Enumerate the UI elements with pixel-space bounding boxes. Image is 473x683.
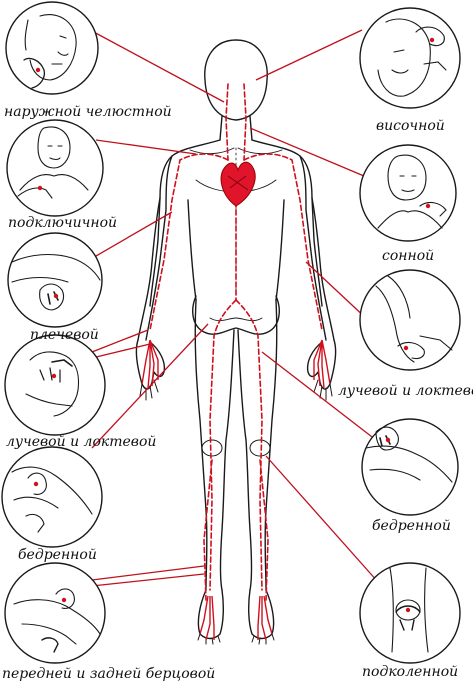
inset-popliteal — [360, 563, 460, 663]
arteries — [150, 84, 322, 600]
line-popliteal — [266, 456, 378, 582]
label-femoral-left: бедренной — [18, 547, 97, 563]
carotid-artery-right — [244, 84, 246, 160]
inset-brachial — [8, 233, 102, 327]
label-tibial: передней и задней берцовой — [2, 666, 215, 682]
line-temporal — [256, 30, 362, 80]
hand-vessels — [142, 340, 330, 640]
inset-radial-ulnar-left — [5, 335, 105, 435]
iliac-left — [210, 300, 236, 590]
label-carotid: сонной — [382, 248, 434, 264]
line-carotid — [250, 128, 364, 176]
pelvis-outline — [193, 296, 280, 334]
line-tibial-a — [92, 566, 204, 580]
label-temporal: височной — [376, 118, 445, 134]
line-radial-ulnar-left-a — [92, 330, 148, 352]
label-popliteal: подколенной — [362, 664, 458, 680]
inset-temporal — [360, 8, 460, 108]
inset-carotid — [360, 145, 456, 241]
inset-external-maxillary — [6, 2, 98, 94]
line-subclavian — [96, 140, 196, 154]
line-tibial-b — [92, 574, 204, 586]
carotid-artery-left — [226, 84, 228, 160]
right-arm-outline — [300, 156, 334, 340]
right-leg-outline — [238, 300, 277, 590]
iliac-right — [236, 300, 262, 590]
right-knee — [250, 440, 270, 456]
right-foot-outline — [249, 590, 274, 639]
head-outline — [205, 40, 267, 120]
inset-radial-ulnar-right — [360, 270, 460, 370]
human-body-figure — [136, 40, 335, 644]
label-external-maxillary: наружной челюстной — [4, 104, 172, 120]
inset-femoral-left — [2, 447, 102, 547]
label-radial-ulnar-left: лучевой и локтевой — [6, 434, 156, 450]
pelvis-inner — [210, 318, 262, 321]
left-arm-outline — [138, 156, 172, 340]
inset-tibial — [5, 563, 105, 663]
label-subclavian: подключичной — [8, 215, 117, 231]
label-femoral-right: бедренной — [372, 518, 451, 534]
label-radial-ulnar-right: лучевой и локтевой — [338, 383, 473, 399]
left-leg-outline — [195, 300, 234, 590]
line-radial-ulnar-right — [306, 262, 368, 320]
left-knee — [202, 440, 222, 456]
label-brachial: плечевой — [30, 327, 99, 343]
line-external-maxillary — [90, 30, 224, 102]
line-radial-ulnar-left-b — [92, 344, 150, 358]
heart-icon — [221, 162, 255, 206]
left-foot-outline — [198, 590, 223, 639]
